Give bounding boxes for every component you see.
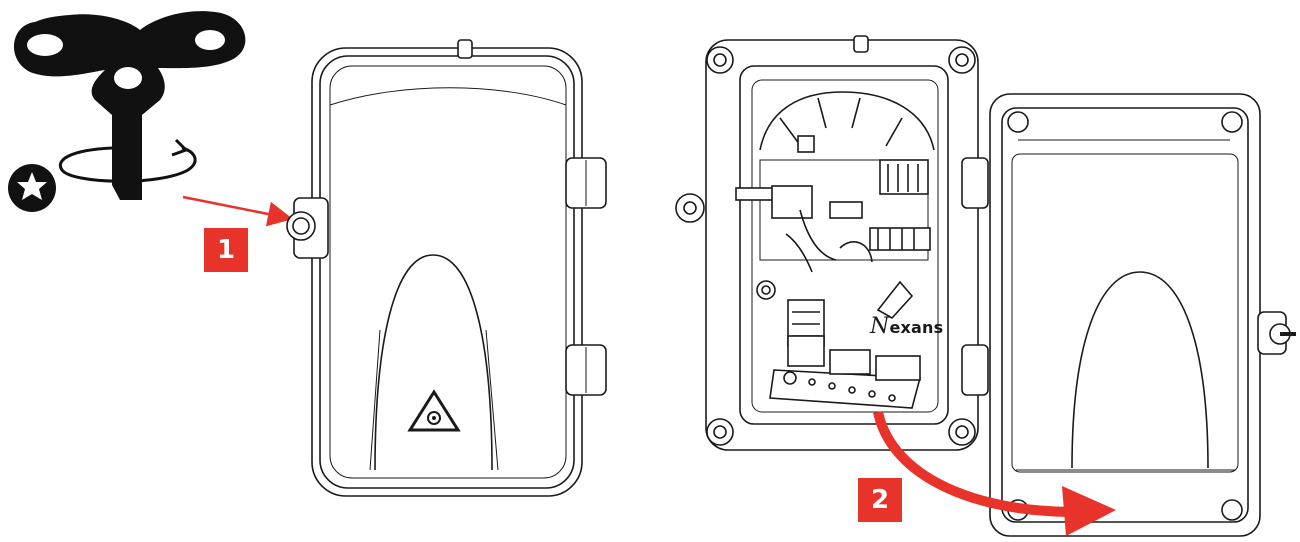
torx-star-icon [8,164,56,212]
open-enclosure-base [675,35,989,451]
rotate-arrow-icon [58,138,197,183]
step-2-badge-bg [858,478,902,522]
step-1-badge: 1 [216,235,236,265]
step-2-arrow [873,410,1116,536]
brand-logo-text: exans [889,318,944,337]
step-2-badge: 2 [870,485,890,515]
closed-enclosure [286,39,607,497]
laser-warning-icon [407,389,461,432]
brand-logo: Nexans [870,314,943,339]
step-1-arrow [182,195,293,227]
brand-logo-letter: N [870,314,890,339]
triple-lobe-key-icon [13,11,246,200]
open-enclosure-lid [989,93,1296,537]
step-1-badge-bg [204,228,248,272]
